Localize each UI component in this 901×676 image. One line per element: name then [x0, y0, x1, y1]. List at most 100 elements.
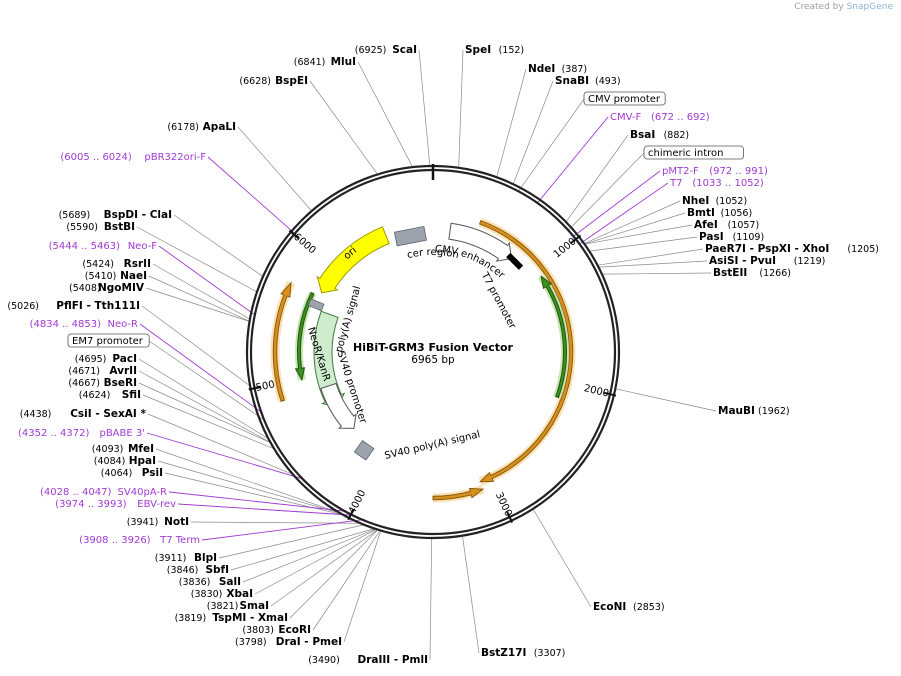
tick-mark [570, 234, 582, 244]
enzyme-mfei[interactable]: MfeI(4093) [92, 443, 154, 455]
orf-arrow-large [478, 220, 574, 483]
enzyme-hpai[interactable]: HpaI(4084) [94, 455, 156, 467]
enzyme-noti[interactable]: NotI(3941) [127, 516, 189, 528]
enzyme-position: (5026) [7, 301, 39, 312]
enzyme-rsrii[interactable]: RsrII(5424) [82, 258, 151, 270]
enzyme-drai-pmei[interactable]: DraI - PmeI(3798) [235, 636, 342, 648]
enzyme-scai[interactable]: ScaI(6925) [355, 44, 417, 56]
primer-t7-term[interactable]: T7 Term (3908 .. 3926) [79, 535, 200, 546]
tick-mark [506, 511, 514, 523]
enzyme-bspei[interactable]: BspEI(6628) [239, 75, 308, 87]
feature-label-text: CMV promoter [588, 94, 661, 105]
enzyme-tspmi-xmai[interactable]: TspMI - XmaI(3819) [175, 612, 288, 624]
primer-neo-f[interactable]: Neo-F (5444 .. 5463) [49, 241, 158, 252]
enzyme-pasi[interactable]: PasI(1109) [699, 231, 764, 243]
enzyme-afei[interactable]: AfeI (1057) [694, 219, 759, 231]
primer-pbr322ori-f[interactable]: pBR322ori-F(6005 .. 6024) [60, 152, 206, 163]
cer-region-box [393, 225, 428, 247]
sv40-promoter-arrow [320, 382, 357, 429]
enzyme-asisi-pvui[interactable]: AsiSI - PvuI(1219) [709, 255, 825, 267]
enzyme-sali[interactable]: SalI(3836) [179, 576, 241, 588]
enzyme-bsteii[interactable]: BstEII(1266) [713, 267, 791, 279]
enzyme-nhei[interactable]: NheI(1052) [682, 195, 747, 207]
enzyme-ndei[interactable]: NdeI(387) [528, 63, 587, 75]
tick-label: 4000 [347, 488, 368, 516]
enzyme-name: SbfI [205, 564, 229, 576]
enzyme-bseri[interactable]: BseRI(4667) [68, 377, 137, 389]
enzyme-csii-sexai[interactable]: CsiI - SexAI * (4438) [20, 408, 147, 420]
enzyme-econi[interactable]: EcoNI(2853) [593, 601, 665, 613]
leader-line [145, 287, 249, 322]
primer-name: Neo-F [128, 241, 158, 252]
leader-line [148, 275, 249, 322]
primer-name: T7 Term [159, 535, 200, 546]
enzyme-smai[interactable]: SmaI(3821) [207, 600, 269, 612]
orf-arrow-bottom [432, 487, 485, 501]
enzyme-blpi[interactable]: BlpI(3911) [155, 552, 217, 564]
enzyme-position: (3307) [534, 648, 566, 659]
enzyme-psii[interactable]: PsiI(4064) [101, 467, 163, 479]
feature-em7-promoter[interactable]: EM7 promoter [67, 333, 150, 348]
primer-pmt2-f[interactable]: pMT2-F(972 .. 991) [662, 166, 768, 177]
snapgene-logo-text: SnapGene [846, 2, 893, 12]
primer-neo-r[interactable]: Neo-R(4834 .. 4853) [30, 319, 138, 330]
enzyme-spei[interactable]: SpeI(152) [465, 44, 524, 56]
enzyme-draiii-pmli[interactable]: DraIII - PmlI(3490) [308, 654, 428, 666]
enzyme-mlui[interactable]: MluI(6841) [294, 56, 356, 68]
enzyme-ngomiv[interactable]: NgoMIV(5408) [69, 282, 145, 294]
enzyme-position: (5590) [66, 222, 98, 233]
enzyme-position: (1962) [758, 406, 790, 417]
enzyme-position: (4438) [20, 409, 52, 420]
primer-name: T7 [669, 178, 682, 189]
tick-label: 6000 [291, 232, 318, 257]
enzyme-bspdi-clai[interactable]: BspDI - ClaI(5689) [59, 209, 172, 221]
enzyme-bstz17i[interactable]: BstZ17I(3307) [481, 647, 565, 659]
feature-cmv-promoter[interactable]: CMV promoter [583, 91, 666, 106]
primer-pbabe-3[interactable]: pBABE 3'(4352 .. 4372) [18, 428, 145, 439]
leader-line [418, 49, 431, 166]
enzyme-bmti[interactable]: BmtI(1056) [687, 207, 752, 219]
primer-ebv-rev[interactable]: EBV-rev(3974 .. 3993) [55, 499, 176, 510]
enzyme-name: CsiI - SexAI * [70, 408, 146, 420]
polya-signal-box [307, 298, 325, 312]
feature-chimeric-intron[interactable]: chimeric intron [643, 145, 744, 160]
enzyme-name: PaeR7I - PspXI - XhoI [705, 243, 829, 255]
enzyme-bstbi[interactable]: BstBI (5590) [66, 221, 135, 233]
primer-cmv-f[interactable]: CMV-F(672 .. 692) [610, 112, 710, 123]
enzyme-position: (1205) [847, 244, 879, 255]
primer-range: (3908 .. 3926) [79, 535, 151, 546]
enzyme-name: MfeI [128, 443, 154, 455]
ori-arrow [316, 226, 390, 294]
enzyme-apali[interactable]: ApaLI(6178) [167, 121, 236, 133]
enzyme-sfii[interactable]: SfiI(4624) [79, 389, 141, 401]
leader-line [518, 98, 585, 192]
primer-leader [168, 491, 348, 512]
enzyme-name: DraI - PmeI [276, 636, 342, 648]
enzyme-name: NaeI [120, 270, 147, 282]
primer-range: (5444 .. 5463) [49, 241, 121, 252]
enzyme-naei[interactable]: NaeI(5410) [85, 270, 147, 282]
leader-line [599, 260, 708, 268]
leader-line [155, 448, 336, 512]
enzyme-avrii[interactable]: AvrII(4671) [68, 365, 137, 377]
primer-t7[interactable]: T7(1033 .. 1052) [669, 178, 764, 189]
enzyme-position: (1057) [728, 220, 760, 231]
enzyme-maubi[interactable]: MauBI(1962) [718, 405, 790, 417]
enzyme-name: AfeI [694, 219, 718, 231]
enzyme-sbfi[interactable]: SbfI(3846) [167, 564, 229, 576]
primer-name: EBV-rev [137, 499, 176, 510]
leader-line [157, 460, 337, 513]
primer-sv40pa-r[interactable]: SV40pA-R(4028 .. 4047) [40, 487, 167, 498]
enzyme-xbai[interactable]: XbaI(3830) [191, 588, 253, 600]
enzyme-position: (493) [595, 76, 621, 87]
enzyme-bsai[interactable]: BsaI(882) [630, 129, 689, 141]
leader-line [270, 530, 377, 607]
enzyme-snabi[interactable]: SnaBI(493) [555, 75, 621, 87]
enzyme-name: DraIII - PmlI [357, 654, 428, 666]
enzyme-name: BstBI [104, 221, 135, 233]
enzyme-paer7i-pspxi-xhoi[interactable]: PaeR7I - PspXI - XhoI (1205) [705, 243, 879, 255]
enzyme-ecori[interactable]: EcoRI(3803) [242, 624, 311, 636]
enzyme-pflfi-tth111i[interactable]: PflFI - Tth111I(5026) [7, 300, 140, 312]
tick-mark [603, 391, 617, 397]
enzyme-paci[interactable]: PacI(4695) [75, 353, 137, 365]
